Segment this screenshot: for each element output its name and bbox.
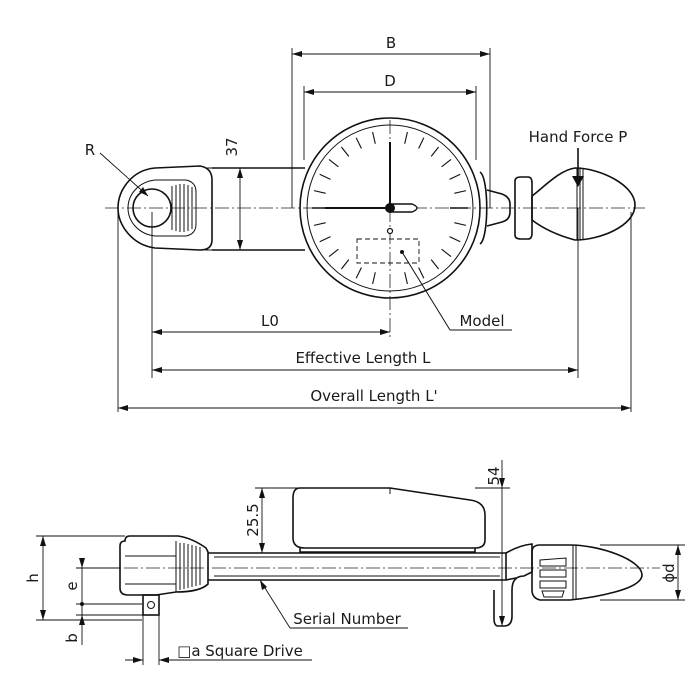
label-model: Model	[459, 312, 504, 330]
dial-tick	[441, 248, 452, 258]
model-label-area	[356, 238, 420, 264]
dial-tick	[454, 222, 467, 226]
needle-hub	[385, 203, 395, 213]
dimension-D	[303, 86, 477, 160]
dial-gauge	[299, 117, 512, 331]
label-b: b	[63, 633, 81, 643]
label-25-5: 25.5	[244, 503, 262, 536]
handle-side	[531, 544, 643, 601]
dimension-25-5	[255, 487, 300, 554]
dimension-h	[36, 535, 142, 621]
label-square-drive: □a Square Drive	[177, 642, 303, 660]
label-D: D	[384, 72, 396, 90]
top-view: B D 37 R Hand Force P L0 Model Effective…	[85, 34, 645, 412]
dial-tick	[454, 190, 467, 194]
label-phi-d: ϕd	[660, 563, 678, 582]
label-h: h	[24, 573, 42, 583]
dial-tick	[372, 131, 376, 144]
dimension-overall-length	[118, 405, 631, 411]
R-leader	[99, 152, 149, 197]
dial-housing-side	[292, 487, 486, 553]
label-54: 54	[485, 466, 503, 485]
dial-tick	[313, 222, 326, 226]
label-L0: L0	[261, 312, 279, 330]
dimension-B	[291, 48, 491, 208]
dial-tick	[328, 158, 339, 168]
side-view: 54 25.5 h e b ϕd Serial Number □a Square…	[24, 460, 685, 665]
handle-top	[479, 148, 636, 378]
label-37: 37	[223, 137, 241, 156]
dial-tick	[430, 146, 440, 157]
dial-tick	[319, 173, 331, 180]
dimension-phi-d	[600, 544, 685, 601]
dial-tick	[340, 146, 350, 157]
connector-side	[493, 543, 533, 627]
label-e: e	[63, 581, 81, 590]
dial-tick	[355, 137, 362, 149]
handle-grip-ridges	[539, 557, 567, 598]
dial-tick	[355, 267, 362, 279]
dial-tick	[319, 236, 331, 243]
dial-tick	[404, 131, 408, 144]
dial-tick	[418, 267, 425, 279]
label-effective-length: Effective Length L	[295, 349, 431, 367]
needle-pointer	[389, 203, 418, 213]
dimension-L0	[152, 329, 390, 335]
ratchet-head-side	[119, 535, 209, 616]
dimension-effective-length	[152, 367, 578, 373]
hand-force-arrow	[572, 176, 584, 187]
dial-tick	[430, 259, 440, 270]
dial-tick	[328, 248, 339, 258]
label-R: R	[85, 141, 95, 159]
ratchet-head-ridges	[171, 184, 193, 232]
serial-number-leader	[259, 579, 408, 629]
label-hand-force: Hand Force P	[529, 128, 628, 146]
beam-side	[208, 552, 507, 581]
dial-tick	[404, 272, 408, 285]
dial-tick	[449, 173, 461, 180]
dial-ticks	[312, 131, 468, 285]
dimension-b	[76, 604, 143, 645]
label-serial-number: Serial Number	[293, 610, 401, 628]
dimension-square-drive	[125, 615, 312, 665]
label-overall-length: Overall Length L'	[310, 387, 437, 405]
dial-tick	[340, 259, 350, 270]
dimension-37	[205, 167, 250, 251]
square-drive	[142, 594, 160, 616]
dial-tick	[449, 236, 461, 243]
dial-tick	[441, 158, 452, 168]
label-B: B	[386, 34, 396, 52]
dial-tick	[372, 272, 376, 285]
dimension-54	[475, 460, 510, 626]
dimension-e	[76, 558, 142, 606]
dial-tick	[418, 137, 425, 149]
dial-tick	[313, 190, 326, 194]
